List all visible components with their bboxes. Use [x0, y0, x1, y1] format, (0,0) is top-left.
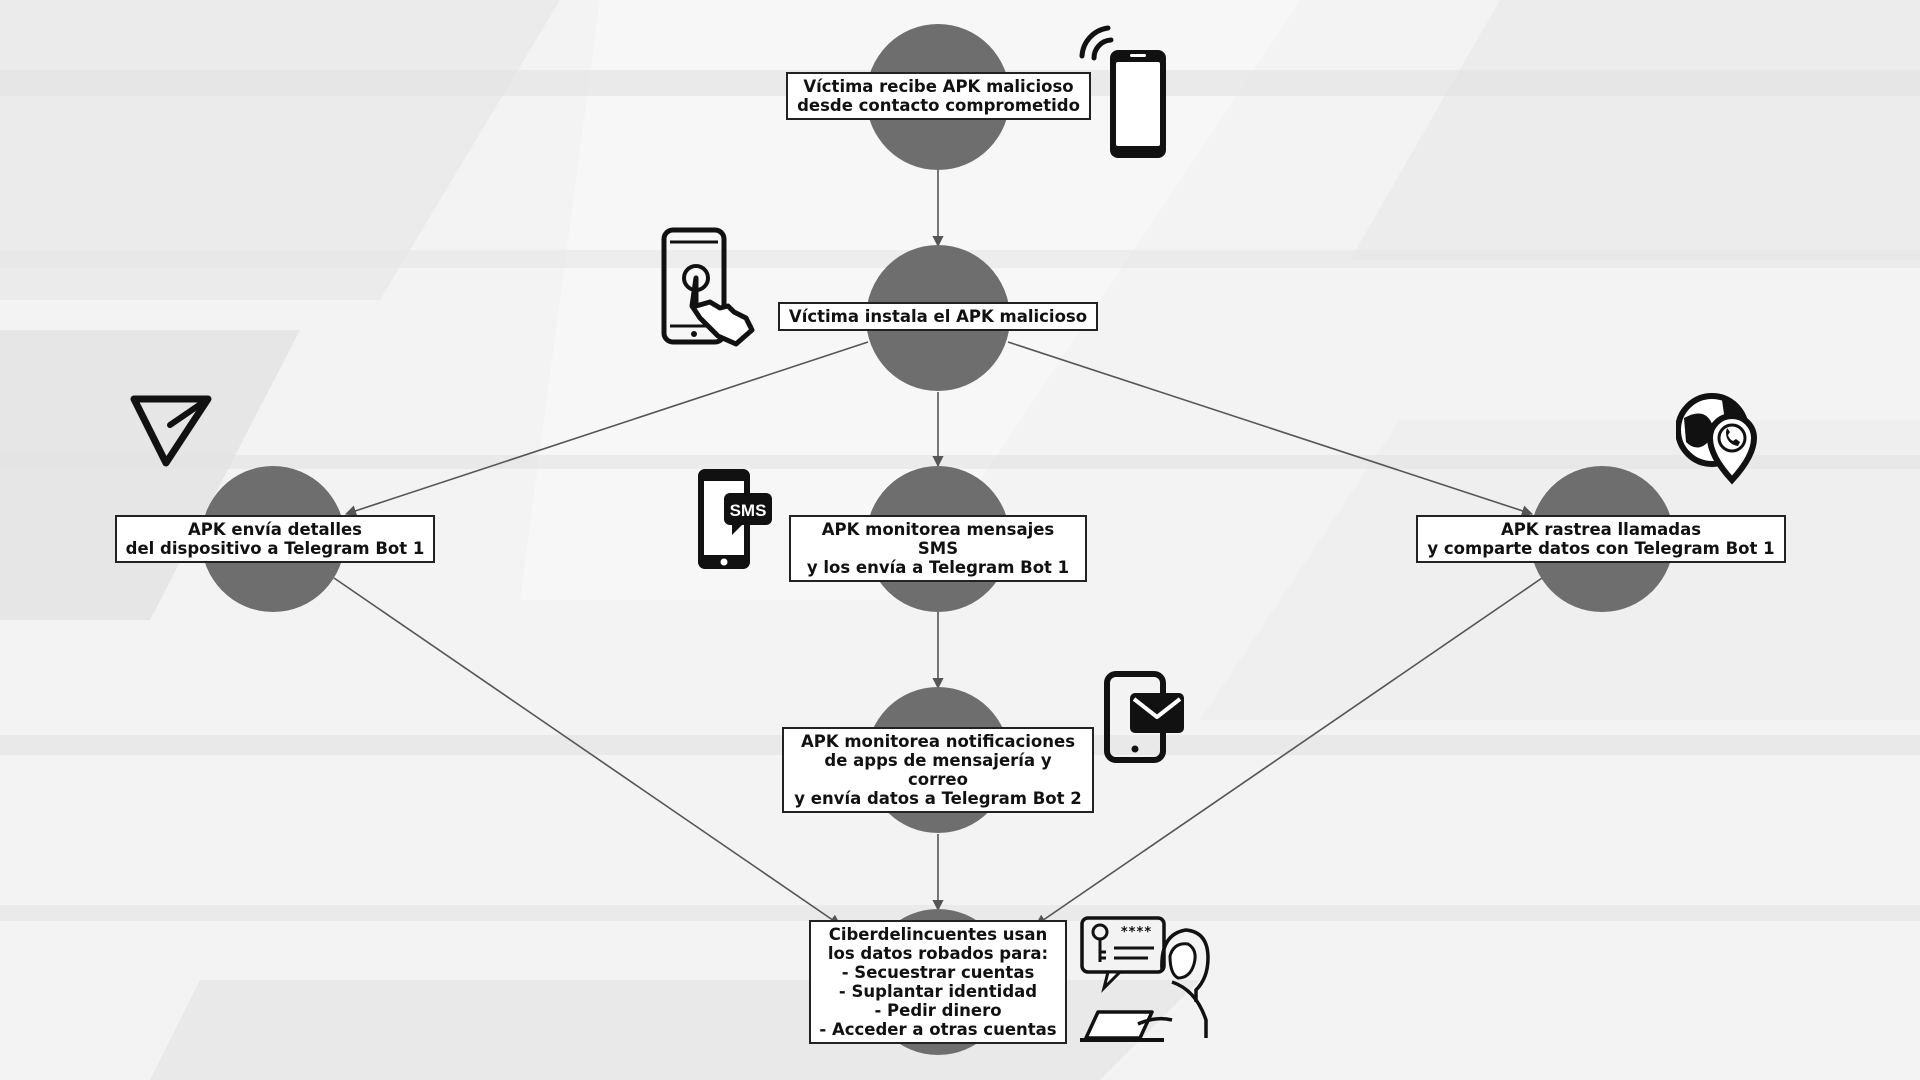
sms-phone-icon: SMS: [696, 467, 774, 573]
edge-calls-criminals: [1035, 577, 1543, 926]
node-label-calls: APK rastrea llamadas y comparte datos co…: [1416, 515, 1786, 563]
node-label-notifications: APK monitorea notificaciones de apps de …: [782, 727, 1094, 813]
phone-tap-icon: [660, 226, 756, 348]
phone-mail-icon: [1104, 671, 1186, 763]
svg-text:****: ****: [1120, 925, 1151, 940]
node-label-sms: APK monitorea mensajes SMS y los envía a…: [789, 515, 1087, 582]
edge-install-device: [344, 341, 869, 517]
globe-call-icon: [1676, 392, 1760, 498]
hacker-laptop-icon: ****: [1078, 916, 1212, 1044]
node-label-install: Víctima instala el APK malicioso: [778, 302, 1098, 331]
svg-text:SMS: SMS: [730, 501, 767, 520]
node-label-criminals: Ciberdelincuentes usan los datos robados…: [809, 920, 1067, 1044]
phone-signal-icon: [1078, 22, 1170, 162]
node-label-receive: Víctima recibe APK malicioso desde conta…: [786, 72, 1091, 120]
edge-install-calls: [1007, 341, 1534, 517]
send-paper-plane-icon: [130, 393, 214, 469]
edge-device-criminals: [333, 577, 841, 926]
node-label-device: APK envía detalles del dispositivo a Tel…: [115, 515, 435, 563]
